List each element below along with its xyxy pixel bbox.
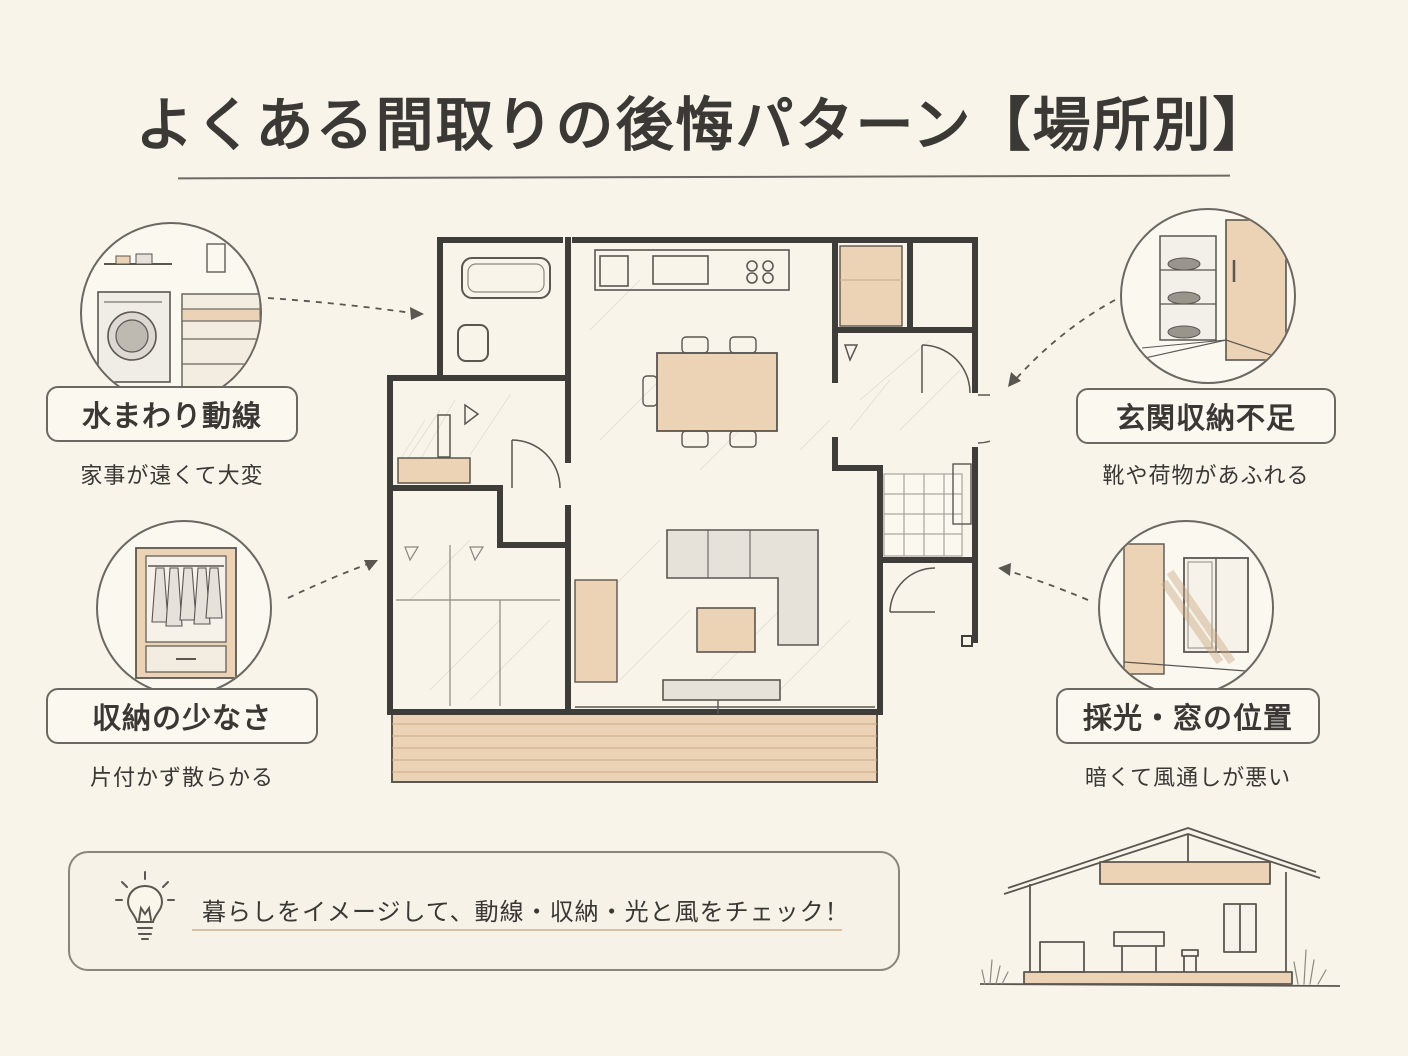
floor-plan xyxy=(387,237,990,783)
tv-cabinet xyxy=(574,579,618,683)
bathtub xyxy=(461,257,551,299)
house-section-illustration xyxy=(979,827,1341,987)
dining-table xyxy=(642,336,778,448)
caption-light-window: 暗くて風通しが悪い xyxy=(1084,766,1292,791)
sofa xyxy=(666,529,819,646)
window-illustration xyxy=(1098,520,1274,696)
lightbulb-icon xyxy=(115,871,175,940)
caption-water-flow: 家事が遠くて大変 xyxy=(80,464,264,489)
coffee-table xyxy=(696,607,756,653)
tip-box xyxy=(68,851,900,971)
entrance-tile xyxy=(883,473,963,557)
label-storage: 収納の少なさ xyxy=(46,688,318,744)
caption-storage: 片付かず散らかる xyxy=(89,766,274,791)
page-title: よくある間取りの後悔パターン【場所別】 xyxy=(135,91,1273,159)
entrance-storage xyxy=(839,245,903,327)
title-underline xyxy=(177,174,1231,180)
tip-underline xyxy=(192,929,842,931)
caption-entrance-storage: 靴や荷物があふれる xyxy=(1102,464,1310,489)
label-light-window: 採光・窓の位置 xyxy=(1056,688,1320,744)
tatami-room xyxy=(396,545,560,706)
laundry-illustration xyxy=(80,222,262,404)
tip-text: 暮らしをイメージして、動線・収納・光と風をチェック！ xyxy=(202,898,850,926)
toilet xyxy=(457,324,489,362)
closet-illustration xyxy=(96,520,272,696)
wood-deck xyxy=(391,711,878,783)
window-sliding xyxy=(575,700,875,714)
tv-board xyxy=(662,679,781,701)
label-water-flow: 水まわり動線 xyxy=(46,386,298,442)
kitchen-counter xyxy=(594,249,790,291)
laundry-counter xyxy=(397,414,471,484)
label-entrance-storage: 玄関収納不足 xyxy=(1076,388,1336,444)
shoe-shelf-illustration xyxy=(1120,208,1296,384)
